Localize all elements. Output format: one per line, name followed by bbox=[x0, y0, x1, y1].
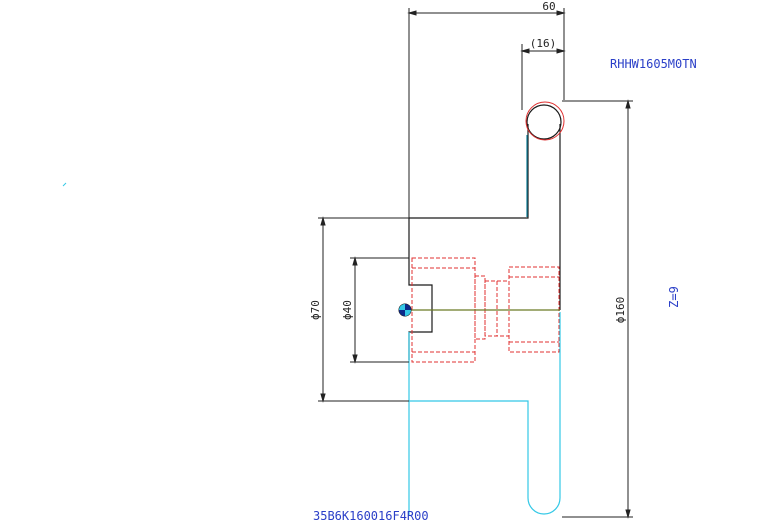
tooth-count-label: Z=9 bbox=[667, 286, 681, 308]
dimension-bore-diameter bbox=[350, 256, 409, 364]
center-point-icon bbox=[398, 303, 412, 317]
dimension-hub-width bbox=[520, 44, 566, 110]
dimension-hub-diameter-label: ϕ70 bbox=[309, 300, 322, 320]
wheel-lower-profile bbox=[408, 312, 561, 515]
part-number-top: RHHW1605M0TN bbox=[610, 57, 697, 71]
dimension-bore-diameter-label: ϕ40 bbox=[341, 300, 354, 320]
stray-mark bbox=[62, 182, 67, 187]
dimension-hub-width-label: (16) bbox=[530, 37, 557, 50]
wheel-upper-profile bbox=[409, 104, 562, 310]
dimension-overall-length-label: 60 bbox=[542, 0, 555, 13]
wheel-top-circle-hidden bbox=[525, 101, 565, 141]
dimension-outer-diameter-label: ϕ160 bbox=[614, 297, 627, 324]
part-number-bottom: 35B6K160016F4R00 bbox=[313, 509, 429, 523]
dimension-hub-diameter bbox=[318, 216, 409, 403]
dimension-outer-diameter bbox=[562, 99, 633, 519]
